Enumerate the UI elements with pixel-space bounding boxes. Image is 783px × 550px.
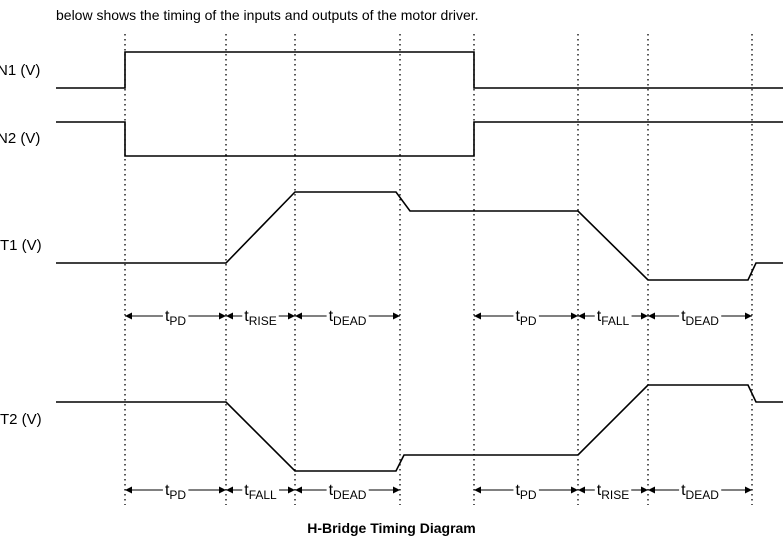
interval-dead: tDEAD	[295, 482, 400, 502]
signal-label-in2: N2 (V)	[0, 130, 41, 147]
timing-markers	[124, 34, 753, 505]
interval-dead: tDEAD	[648, 308, 752, 328]
interval-label: tRISE	[244, 308, 276, 328]
interval-label: tFALL	[244, 482, 277, 502]
waveforms	[56, 51, 783, 472]
signal-label-out2: T2 (V)	[0, 411, 42, 428]
interval-label: tPD	[165, 308, 186, 328]
signal-label-in1: N1 (V)	[0, 62, 41, 79]
interval-fall: tFALL	[226, 482, 295, 502]
interval-pd: tPD	[474, 308, 578, 328]
waveform-out1	[56, 191, 783, 281]
arrowhead	[745, 312, 752, 320]
arrowhead	[393, 486, 400, 494]
interval-annotations: tPD tRISE tDEAD tPD tFALL tDEAD tPD tFALL tDEAD t…	[125, 308, 752, 502]
arrowhead	[474, 312, 481, 320]
arrowhead	[571, 312, 578, 320]
arrowhead	[571, 486, 578, 494]
waveform-out2	[56, 384, 783, 472]
interval-label: tDEAD	[681, 308, 719, 328]
arrowhead	[745, 486, 752, 494]
arrowhead	[648, 312, 655, 320]
interval-label: tPD	[515, 482, 536, 502]
interval-rise: tRISE	[578, 482, 648, 502]
waveform-in2	[56, 121, 783, 157]
interval-dead: tDEAD	[648, 482, 752, 502]
arrowhead	[578, 312, 585, 320]
interval-pd: tPD	[125, 482, 226, 502]
arrowhead	[219, 312, 226, 320]
interval-fall: tFALL	[578, 308, 648, 328]
arrowhead	[295, 312, 302, 320]
interval-label: tDEAD	[681, 482, 719, 502]
interval-rise: tRISE	[226, 308, 295, 328]
arrowhead	[641, 486, 648, 494]
interval-label: tRISE	[597, 482, 629, 502]
arrowhead	[125, 312, 132, 320]
interval-pd: tPD	[125, 308, 226, 328]
interval-label: tFALL	[597, 308, 630, 328]
arrowhead	[226, 312, 233, 320]
interval-dead: tDEAD	[295, 308, 400, 328]
interval-label: tDEAD	[329, 482, 367, 502]
arrowhead	[288, 486, 295, 494]
waveform-in1	[56, 51, 783, 89]
diagram-caption: H-Bridge Timing Diagram	[307, 520, 476, 536]
arrowhead	[219, 486, 226, 494]
arrowhead	[393, 312, 400, 320]
interval-label: tPD	[515, 308, 536, 328]
arrowhead	[125, 486, 132, 494]
arrowhead	[295, 486, 302, 494]
interval-pd: tPD	[474, 482, 578, 502]
intro-text: below shows the timing of the inputs and…	[56, 7, 479, 23]
arrowhead	[474, 486, 481, 494]
arrowhead	[648, 486, 655, 494]
interval-label: tPD	[165, 482, 186, 502]
arrowhead	[578, 486, 585, 494]
interval-label: tDEAD	[329, 308, 367, 328]
arrowhead	[226, 486, 233, 494]
arrowhead	[288, 312, 295, 320]
arrowhead	[641, 312, 648, 320]
signal-label-out1: T1 (V)	[0, 237, 42, 254]
